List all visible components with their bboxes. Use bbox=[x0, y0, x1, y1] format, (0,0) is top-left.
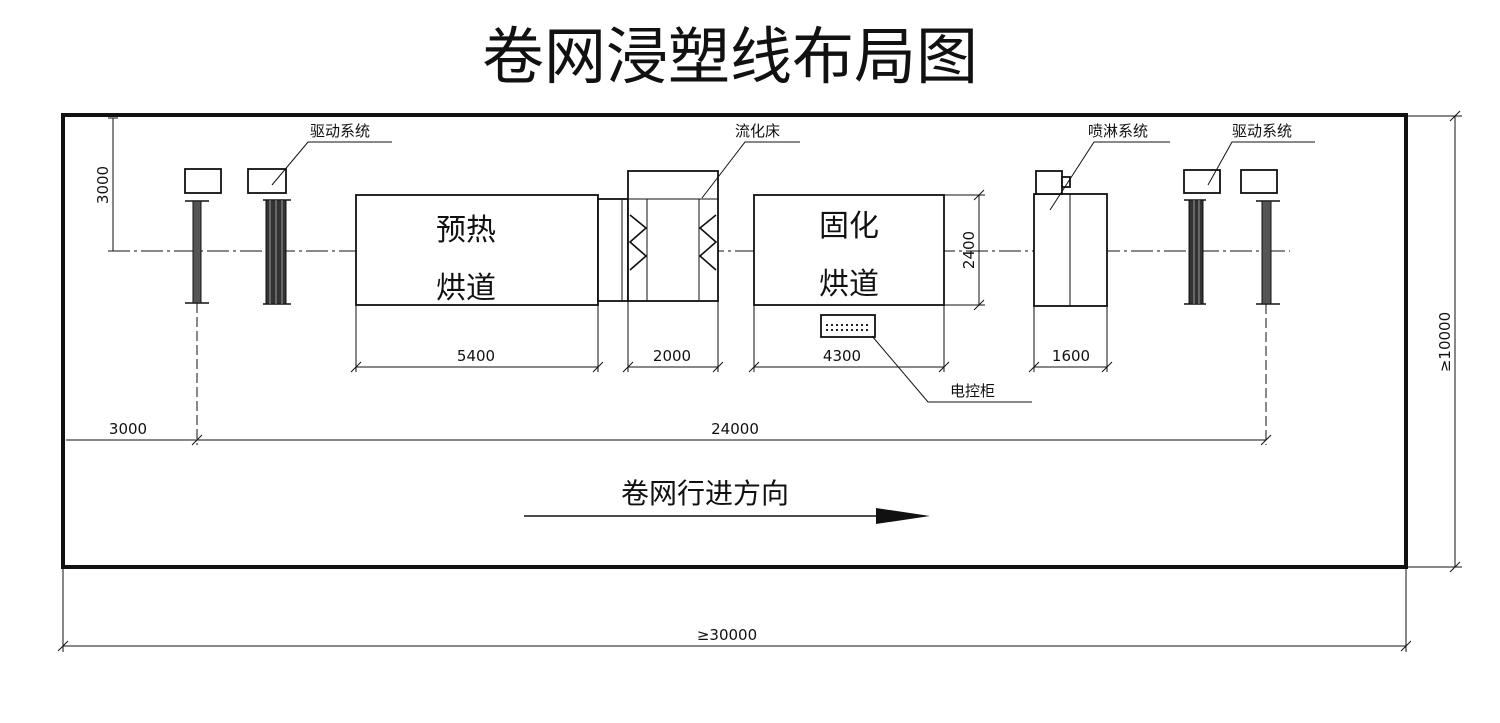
dimension-length-label: ≥30000 bbox=[697, 626, 757, 644]
cure-label-2: 烘道 bbox=[819, 267, 879, 302]
dimension-5400: 5400 bbox=[350, 305, 604, 373]
diagram-title: 卷网浸塑线布局图 bbox=[482, 20, 978, 93]
label-spray: 喷淋系统 bbox=[1088, 122, 1148, 140]
dimension-4300: 4300 bbox=[748, 305, 950, 373]
dimension-2400-label: 2400 bbox=[960, 231, 978, 269]
dimension-width-label: ≥10000 bbox=[1436, 312, 1454, 372]
cure-label-1: 固化 bbox=[819, 209, 879, 244]
oven-connector bbox=[597, 198, 629, 302]
preheat-label-2: 烘道 bbox=[436, 271, 496, 306]
dimension-2000: 2000 bbox=[622, 301, 724, 373]
dimension-width: ≥10000 bbox=[1406, 110, 1462, 573]
direction-label: 卷网行进方向 bbox=[621, 477, 789, 510]
fluidized-bed bbox=[627, 141, 800, 302]
label-fluidized-bed: 流化床 bbox=[735, 122, 780, 140]
spray-system bbox=[1033, 141, 1170, 307]
dimension-24000: 24000 bbox=[197, 420, 1272, 446]
label-control-cabinet: 电控柜 bbox=[950, 382, 995, 400]
floor-boundary bbox=[61, 113, 1408, 569]
dimension-4300-label: 4300 bbox=[823, 347, 861, 365]
dimension-length: ≥30000 bbox=[57, 567, 1412, 652]
curing-oven bbox=[753, 194, 945, 306]
dimension-1600: 1600 bbox=[1028, 306, 1113, 373]
label-drive-right: 驱动系统 bbox=[1232, 122, 1292, 140]
label-drive-left: 驱动系统 bbox=[310, 122, 370, 140]
drive-system-left bbox=[184, 141, 392, 445]
direction-arrow bbox=[524, 508, 930, 524]
preheat-oven bbox=[355, 194, 599, 306]
dimension-2400: 2400 bbox=[944, 189, 985, 311]
drive-system-right bbox=[1183, 141, 1315, 445]
preheat-label-1: 预热 bbox=[436, 213, 496, 248]
dimension-2000-label: 2000 bbox=[653, 347, 691, 365]
dimension-3000-horizontal: 3000 bbox=[66, 420, 203, 446]
dimension-5400-label: 5400 bbox=[457, 347, 495, 365]
dimension-24000-label: 24000 bbox=[711, 420, 759, 438]
dimension-3000-vertical-label: 3000 bbox=[94, 166, 112, 204]
dimension-3000-vertical: 3000 bbox=[94, 117, 118, 251]
dimension-3000-horizontal-label: 3000 bbox=[109, 420, 147, 438]
dimension-1600-label: 1600 bbox=[1052, 347, 1090, 365]
control-cabinet bbox=[820, 314, 1032, 403]
